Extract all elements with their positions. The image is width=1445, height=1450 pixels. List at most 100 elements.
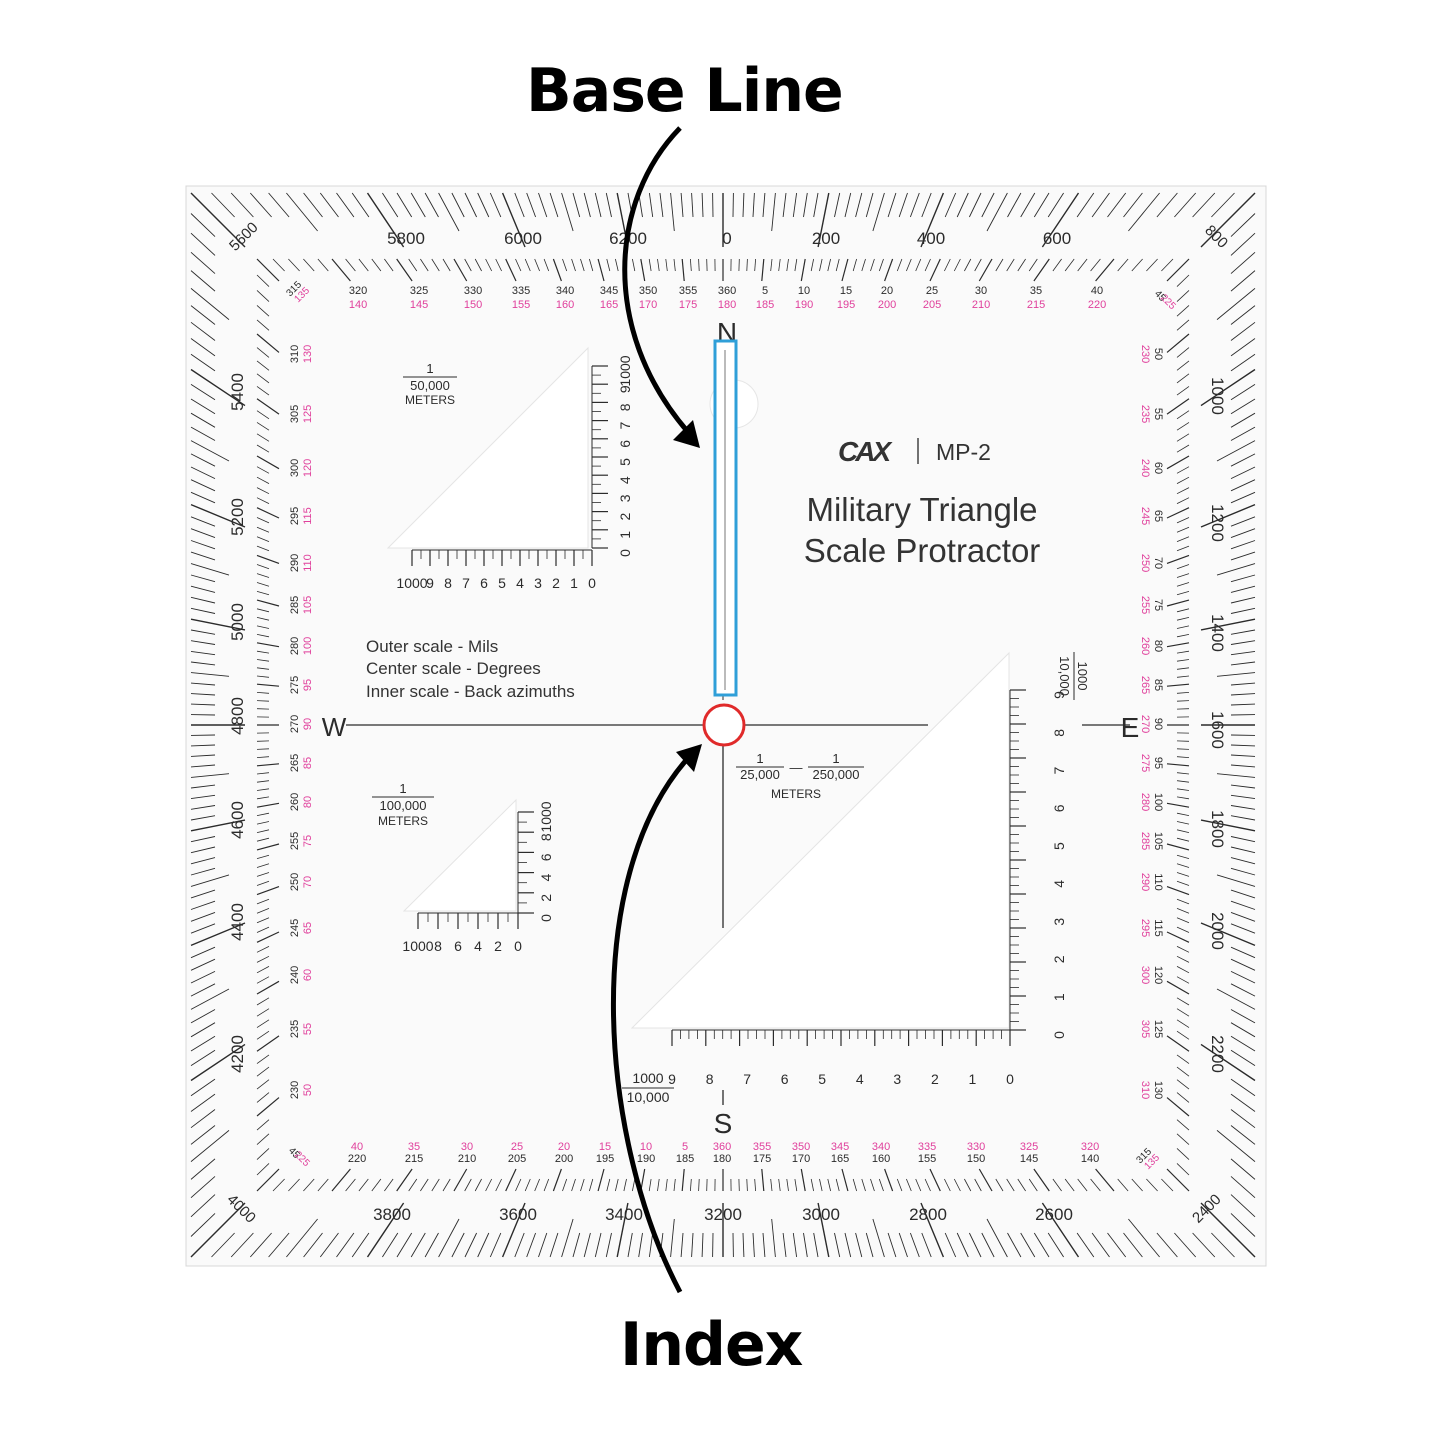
mil-label: 1800 <box>1208 810 1227 848</box>
ruler-100k-horizontal-label: 1000 <box>402 938 433 954</box>
back-azimuth-label: 125 <box>302 405 314 423</box>
back-azimuth-label: 245 <box>1139 507 1151 525</box>
ruler-50k-horizontal-label: 8 <box>444 575 452 591</box>
scale-25k-frac-h-num: 1000 <box>632 1070 663 1086</box>
degree-label: 250 <box>289 873 301 891</box>
legend-line-3: Inner scale - Back azimuths <box>366 682 575 701</box>
ruler-50k-vertical-label: 2 <box>617 512 633 520</box>
degree-label: 95 <box>1152 757 1164 769</box>
degree-label: 360 <box>718 285 736 297</box>
mil-label: 3000 <box>802 1205 840 1224</box>
back-azimuth-label: 355 <box>753 1141 771 1153</box>
degree-label: 100 <box>1152 793 1164 811</box>
ruler-25k-vertical-label: 0 <box>1051 1031 1067 1039</box>
degree-label: 355 <box>679 285 697 297</box>
mil-label: 1600 <box>1208 711 1227 749</box>
ruler-25k-vertical-label: 7 <box>1051 766 1067 774</box>
degree-label: 235 <box>289 1020 301 1038</box>
degree-label: 215 <box>405 1153 423 1165</box>
ruler-50k-horizontal-label: 9 <box>426 575 434 591</box>
back-azimuth-label: 305 <box>1139 1020 1151 1038</box>
index-highlight[interactable] <box>704 705 744 745</box>
back-azimuth-label: 60 <box>302 969 314 981</box>
ruler-100k-vertical-label: 8 <box>538 833 554 841</box>
back-azimuth-label: 110 <box>302 554 314 572</box>
ruler-100k-horizontal-label: 0 <box>514 938 522 954</box>
degree-label: 245 <box>289 919 301 937</box>
scale-25k-den1: 25,000 <box>740 767 780 782</box>
degree-label: 10 <box>798 285 810 297</box>
brand-model: MP-2 <box>936 439 991 465</box>
back-azimuth-label: 160 <box>556 299 574 311</box>
scale-100k-den: 100,000 <box>380 798 427 813</box>
ruler-100k-vertical-label: 1000 <box>538 801 554 832</box>
degree-label: 40 <box>1091 285 1103 297</box>
scale-50k-unit: METERS <box>405 393 455 407</box>
mil-label: 1200 <box>1208 504 1227 542</box>
mil-label: 3800 <box>373 1205 411 1224</box>
degree-label: 270 <box>289 715 301 733</box>
degree-label: 340 <box>556 285 574 297</box>
degree-label: 165 <box>831 1153 849 1165</box>
mil-label: 0 <box>722 229 731 248</box>
back-azimuth-label: 335 <box>918 1141 936 1153</box>
back-azimuth-label: 145 <box>410 299 428 311</box>
mil-label: 3400 <box>605 1205 643 1224</box>
ruler-25k-vertical-label: 2 <box>1051 955 1067 963</box>
degree-label: 295 <box>289 507 301 525</box>
ruler-50k-horizontal-label: 2 <box>552 575 560 591</box>
back-azimuth-label: 235 <box>1139 405 1151 423</box>
brand-logo: CAX <box>838 436 893 467</box>
degree-label: 240 <box>289 966 301 984</box>
mil-label: 2800 <box>909 1205 947 1224</box>
back-azimuth-label: 280 <box>1139 793 1151 811</box>
mil-label: 4400 <box>228 903 247 941</box>
back-azimuth-label: 120 <box>302 459 314 477</box>
back-azimuth-label: 80 <box>302 796 314 808</box>
back-azimuth-label: 150 <box>464 299 482 311</box>
back-azimuth-label: 10 <box>640 1141 652 1153</box>
scale-50k-num: 1 <box>426 361 433 376</box>
degree-label: 150 <box>967 1153 985 1165</box>
degree-label: 75 <box>1152 599 1164 611</box>
ruler-25k-horizontal-label: 6 <box>781 1071 789 1087</box>
degree-label: 220 <box>348 1153 366 1165</box>
mil-label: 4200 <box>228 1035 247 1073</box>
back-azimuth-label: 250 <box>1139 554 1151 572</box>
scale-25k-frac-h-den: 10,000 <box>627 1089 670 1105</box>
back-azimuth-label: 25 <box>511 1141 523 1153</box>
ruler-25k-horizontal-label: 7 <box>743 1071 751 1087</box>
degree-label: 335 <box>512 285 530 297</box>
back-azimuth-label: 350 <box>792 1141 810 1153</box>
degree-label: 35 <box>1030 285 1042 297</box>
back-azimuth-label: 155 <box>512 299 530 311</box>
mil-label: 3600 <box>499 1205 537 1224</box>
ruler-50k-vertical-label: 6 <box>617 440 633 448</box>
ruler-50k-vertical-label: 5 <box>617 458 633 466</box>
mil-label: 600 <box>1043 229 1071 248</box>
back-azimuth-label: 265 <box>1139 676 1151 694</box>
ruler-50k-horizontal-label: 3 <box>534 575 542 591</box>
scale-25k-frac-v-num: 1000 <box>1075 662 1090 691</box>
degree-label: 210 <box>458 1153 476 1165</box>
back-azimuth-label: 175 <box>679 299 697 311</box>
back-azimuth-label: 15 <box>599 1141 611 1153</box>
back-azimuth-label: 65 <box>302 922 314 934</box>
back-azimuth-label: 240 <box>1139 459 1151 477</box>
degree-label: 280 <box>289 637 301 655</box>
degree-label: 70 <box>1152 557 1164 569</box>
degree-label: 125 <box>1152 1020 1164 1038</box>
base-line-callout: Base Line <box>526 56 843 126</box>
scale-25k-frac-v-den: 10,000 <box>1057 656 1072 696</box>
degree-label: 80 <box>1152 640 1164 652</box>
ruler-25k-horizontal-label: 5 <box>818 1071 826 1087</box>
west-label: W <box>322 712 347 742</box>
ruler-50k-horizontal-label: 4 <box>516 575 524 591</box>
ruler-25k-vertical-label: 6 <box>1051 804 1067 812</box>
mil-label: 5000 <box>228 603 247 641</box>
degree-label: 5 <box>762 285 768 297</box>
back-azimuth-label: 170 <box>639 299 657 311</box>
mil-label: 200 <box>812 229 840 248</box>
back-azimuth-label: 35 <box>408 1141 420 1153</box>
back-azimuth-label: 210 <box>972 299 990 311</box>
